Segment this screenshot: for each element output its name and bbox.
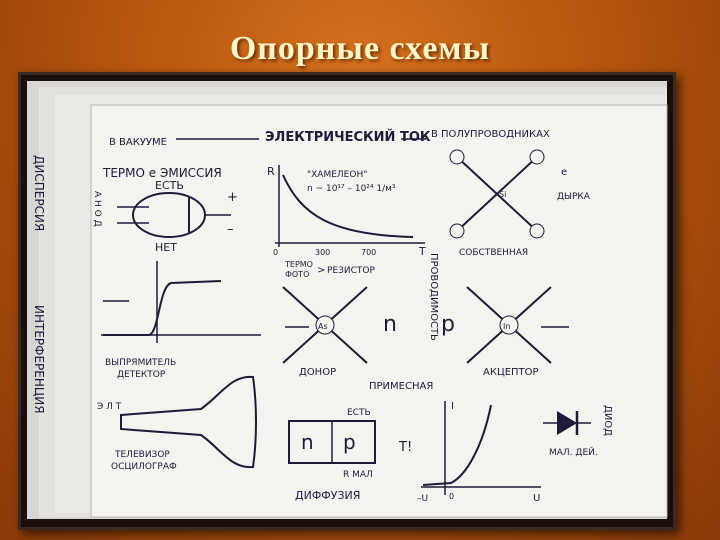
therm-r-label: R <box>267 165 275 178</box>
header-semiconductors: В ПОЛУПРОВОДНИКАХ <box>431 129 550 140</box>
diode-vertical-label: ДИОД <box>602 405 613 436</box>
donor-center <box>315 315 335 335</box>
lattice-1-bond-b <box>456 156 538 232</box>
crt-tube <box>120 375 257 469</box>
therm-foto: ФОТО <box>285 270 309 279</box>
therm-tick-300: 300 <box>315 248 330 257</box>
schemes-photo: ДИСПЕРСИЯ ИНТЕРФЕРЕНЦИЯ В ВАКУУМЕ ЭЛЕКТР… <box>18 72 676 530</box>
rect-detector: ДЕТЕКТОР <box>117 370 166 380</box>
therm-chameleon: "ХАМЕЛЕОН" <box>307 170 367 180</box>
semi-n: n <box>383 312 397 337</box>
tube-est: ЕСТЬ <box>155 179 184 192</box>
lattice-1-si-4 <box>529 223 545 239</box>
tube-minus: – <box>227 222 234 237</box>
therm-tick-700: 700 <box>361 248 376 257</box>
acceptor-label: АКЦЕПТОР <box>483 367 539 378</box>
crt-tv: ТЕЛЕВИЗОР <box>114 450 170 460</box>
donor-label: ДОНОР <box>299 367 336 378</box>
pn-p: p <box>343 430 356 454</box>
lattice-1-e: е <box>561 167 567 178</box>
front-sheet <box>90 104 668 518</box>
semi-p: p <box>441 312 455 337</box>
lattice-1-dyrka: ДЫРКА <box>557 192 591 202</box>
rect-curve <box>103 280 222 336</box>
header-vacuum: В ВАКУУМЕ <box>109 137 167 148</box>
donor-as: As <box>318 322 328 331</box>
tube-anode-label: А Н О Д <box>92 191 102 227</box>
therm-tick-0: 0 <box>273 248 278 257</box>
header-current: ЭЛЕКТРИЧЕСКИЙ ТОК <box>265 129 431 145</box>
diode-mal-dey: МАЛ. ДЕЙ. <box>549 446 598 458</box>
therm-gt: > <box>317 265 325 276</box>
acceptor-center <box>499 315 519 335</box>
therm-t-label: T <box>418 245 426 258</box>
margin-interference: ИНТЕРФЕРЕНЦИЯ <box>32 305 46 414</box>
sheet-drawing: ДИСПЕРСИЯ ИНТЕРФЕРЕНЦИЯ В ВАКУУМЕ ЭЛЕКТР… <box>27 81 668 519</box>
lattice-1-center: Si <box>499 190 506 199</box>
lattice-1-si-1 <box>449 149 465 165</box>
iv-i-label: I <box>451 401 454 412</box>
iv-curve <box>422 404 492 486</box>
pn-diffusion: ДИФФУЗИЯ <box>295 489 360 502</box>
rect-rectifier: ВЫПРЯМИТЕЛЬ <box>105 358 176 368</box>
pn-est: ЕСТЬ <box>347 408 371 418</box>
margin-dispersion: ДИСПЕРСИЯ <box>32 155 46 231</box>
therm-curve <box>282 174 414 238</box>
therm-termo: ТЕРМО <box>284 260 313 269</box>
impurity-label: ПРИМЕСНАЯ <box>369 381 433 392</box>
iv-u-label: U <box>533 493 540 504</box>
vacuum-emission: ТЕРМО е ЭМИССИЯ <box>102 166 222 180</box>
acceptor-in: In <box>503 322 510 331</box>
pn-r-mal: R МАЛ <box>343 470 373 480</box>
crt-e-letters: Э Л Т <box>97 402 122 412</box>
lattice-1-si-3 <box>449 223 465 239</box>
iv-minus-u: –U <box>417 494 428 504</box>
lattice-1-intrinsic: СОБСТВЕННАЯ <box>459 248 528 258</box>
pn-t-excl: T! <box>398 440 412 455</box>
therm-formula: n ~ 10¹⁷ – 10²⁴ 1/м³ <box>307 184 396 194</box>
tube-net: НЕТ <box>155 241 177 254</box>
iv-zero: 0 <box>449 492 454 501</box>
tube-plus: + <box>227 190 238 205</box>
therm-resistor: РЕЗИСТОР <box>327 266 375 276</box>
crt-osc: ОСЦИЛОГРАФ <box>111 462 177 472</box>
pn-n: n <box>301 430 314 454</box>
conductivity-label: ПРОВОДИМОСТЬ <box>428 253 439 341</box>
slide-title: Опорные схемы <box>229 30 491 67</box>
lattice-1-si-2 <box>529 149 545 165</box>
